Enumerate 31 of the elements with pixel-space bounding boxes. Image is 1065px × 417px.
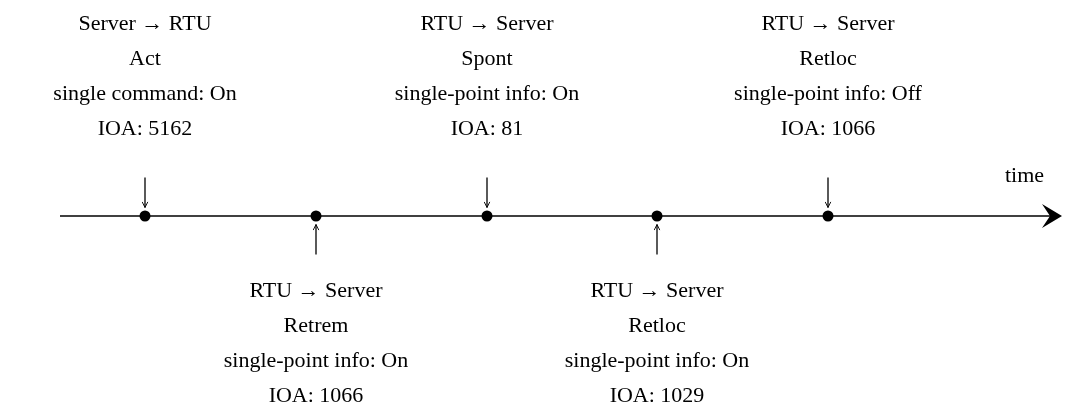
info-text: single-point info: On <box>394 79 580 107</box>
event-dot <box>481 210 493 222</box>
arrow <box>653 223 661 256</box>
event-dot <box>651 210 663 222</box>
cause-text: Retloc <box>628 311 686 339</box>
address-text: IOA: 1066 <box>268 381 364 409</box>
event-dot <box>822 210 834 222</box>
address-text: IOA: 1029 <box>609 381 705 409</box>
direction-text: Server → RTU <box>78 9 212 37</box>
address-text: IOA: 81 <box>450 114 524 142</box>
direction-text: RTU → Server <box>420 9 554 37</box>
axis-label: time <box>1005 162 1045 188</box>
direction-text: RTU → Server <box>249 276 383 304</box>
direction-text: RTU → Server <box>590 276 724 304</box>
cause-text: Act <box>129 44 161 72</box>
arrow <box>141 176 149 209</box>
arrow <box>312 223 320 256</box>
info-text: single-point info: On <box>223 346 409 374</box>
info-text: single-point info: On <box>564 346 750 374</box>
direction-text: RTU → Server <box>761 9 895 37</box>
arrow <box>824 176 832 209</box>
info-text: single command: On <box>53 79 237 107</box>
cause-text: Retloc <box>799 44 857 72</box>
event-dot <box>139 210 151 222</box>
cause-text: Spont <box>461 44 513 72</box>
arrow <box>483 176 491 209</box>
cause-text: Retrem <box>283 311 349 339</box>
info-text: single-point info: Off <box>734 79 922 107</box>
event-dot <box>310 210 322 222</box>
address-text: IOA: 5162 <box>97 114 193 142</box>
address-text: IOA: 1066 <box>780 114 876 142</box>
